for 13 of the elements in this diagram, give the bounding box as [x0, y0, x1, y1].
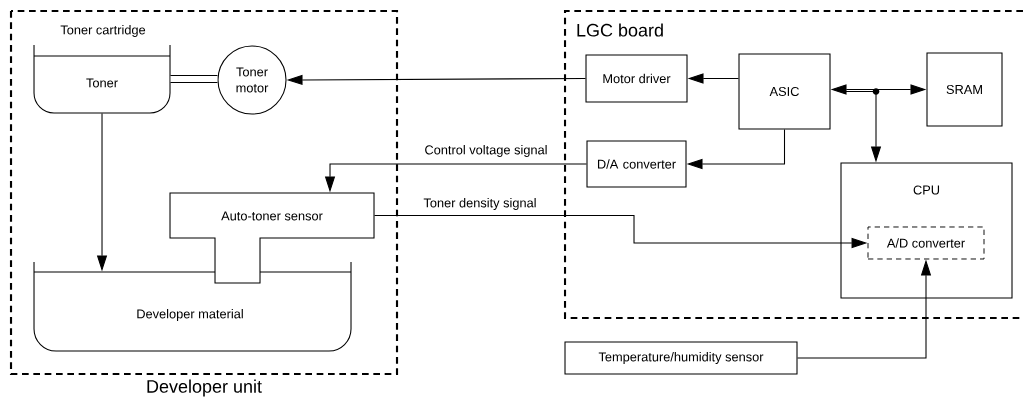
developer-tray: Developer material — [33, 261, 352, 352]
sensor-block: Auto-toner sensor — [169, 192, 375, 284]
sensor-box: Temperature/humidity sensor — [564, 341, 798, 375]
coupling-shaft — [170, 74, 218, 84]
process-box: Motor driver — [585, 54, 688, 103]
toner-container: Toner cartridge Toner — [33, 25, 171, 114]
process-box: D/A converter — [586, 140, 687, 188]
process-box: ASIC — [738, 53, 831, 130]
edge-label: Toner density signal — [422, 196, 538, 212]
node-label: Developer unit — [147, 379, 262, 397]
converter-box: A/D converter — [867, 226, 985, 260]
process-box: SRAM — [926, 52, 1003, 127]
edge-label: Control voltage signal — [423, 143, 549, 159]
